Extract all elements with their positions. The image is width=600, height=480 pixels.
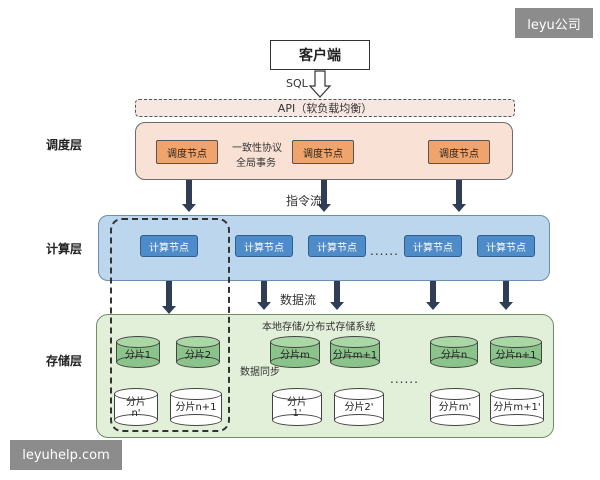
- replica-label: 分片 n': [126, 397, 146, 419]
- compute-node: 计算节点: [477, 235, 535, 257]
- watermark-bottom-left: leyuhelp.com: [10, 440, 122, 470]
- shard-cylinder: 分片m+1: [330, 336, 380, 368]
- layer-label-storage: 存储层: [46, 354, 83, 368]
- layer-label-scheduling: 调度层: [46, 138, 83, 152]
- replica-cylinder: 分片 1': [272, 388, 322, 426]
- watermark-top-right: leyu公司: [515, 8, 593, 38]
- replica-label: 分片m+1': [493, 402, 541, 413]
- shard-cylinder: 分片2: [176, 336, 220, 368]
- shard-label: 分片n: [440, 350, 468, 361]
- scheduling-node: 调度节点: [428, 140, 490, 164]
- compute-node: 计算节点: [404, 235, 462, 257]
- shard-cylinder: 分片n+1: [490, 336, 542, 368]
- storage-system-label: 本地存储/分布式存储系统: [262, 322, 376, 333]
- compute-node: 计算节点: [235, 235, 293, 257]
- shard-label: 分片m: [280, 350, 310, 361]
- layer-label-compute: 计算层: [46, 242, 83, 256]
- replica-cylinder: 分片m': [430, 388, 480, 426]
- replica-cylinder: 分片 n': [114, 388, 158, 426]
- compute-storage-arrows: [162, 257, 513, 314]
- shard-label: 分片m+1: [332, 350, 378, 361]
- storage-ellipsis: ......: [390, 372, 419, 386]
- replica-label: 分片n+1: [175, 402, 217, 413]
- node-group-outline: [110, 218, 230, 432]
- global-transaction-label: 全局事务: [236, 158, 276, 169]
- client-box: 客户端: [270, 40, 370, 70]
- sql-label: SQL: [286, 77, 308, 90]
- replica-cylinder: 分片2': [334, 388, 384, 426]
- replica-label: 分片m': [438, 402, 472, 413]
- compute-node: 计算节点: [308, 235, 366, 257]
- client-api-arrow: [308, 70, 332, 98]
- replica-label: 分片2': [344, 402, 374, 413]
- scheduling-node: 调度节点: [292, 140, 354, 164]
- shard-cylinder: 分片1: [116, 336, 160, 368]
- replica-cylinder: 分片n+1: [170, 388, 222, 426]
- scheduling-node: 调度节点: [156, 140, 218, 164]
- replica-cylinder: 分片m+1': [490, 388, 544, 426]
- consistency-protocol-label: 一致性协议: [232, 143, 282, 154]
- data-sync-label: 数据同步: [240, 367, 280, 378]
- shard-label: 分片1: [124, 350, 152, 361]
- shard-cylinder: 分片m: [270, 336, 320, 368]
- replica-label: 分片 1': [287, 397, 307, 419]
- shard-cylinder: 分片n: [430, 336, 478, 368]
- api-load-balancer: API（软负载均衡）: [135, 99, 515, 117]
- shard-label: 分片n+1: [495, 350, 537, 361]
- shard-label: 分片2: [184, 350, 212, 361]
- compute-ellipsis: ......: [370, 244, 399, 258]
- data-flow-label: 数据流: [280, 293, 317, 307]
- instruction-flow-label: 指令流: [286, 194, 323, 208]
- sched-compute-arrows: [182, 168, 466, 212]
- compute-node: 计算节点: [140, 235, 198, 257]
